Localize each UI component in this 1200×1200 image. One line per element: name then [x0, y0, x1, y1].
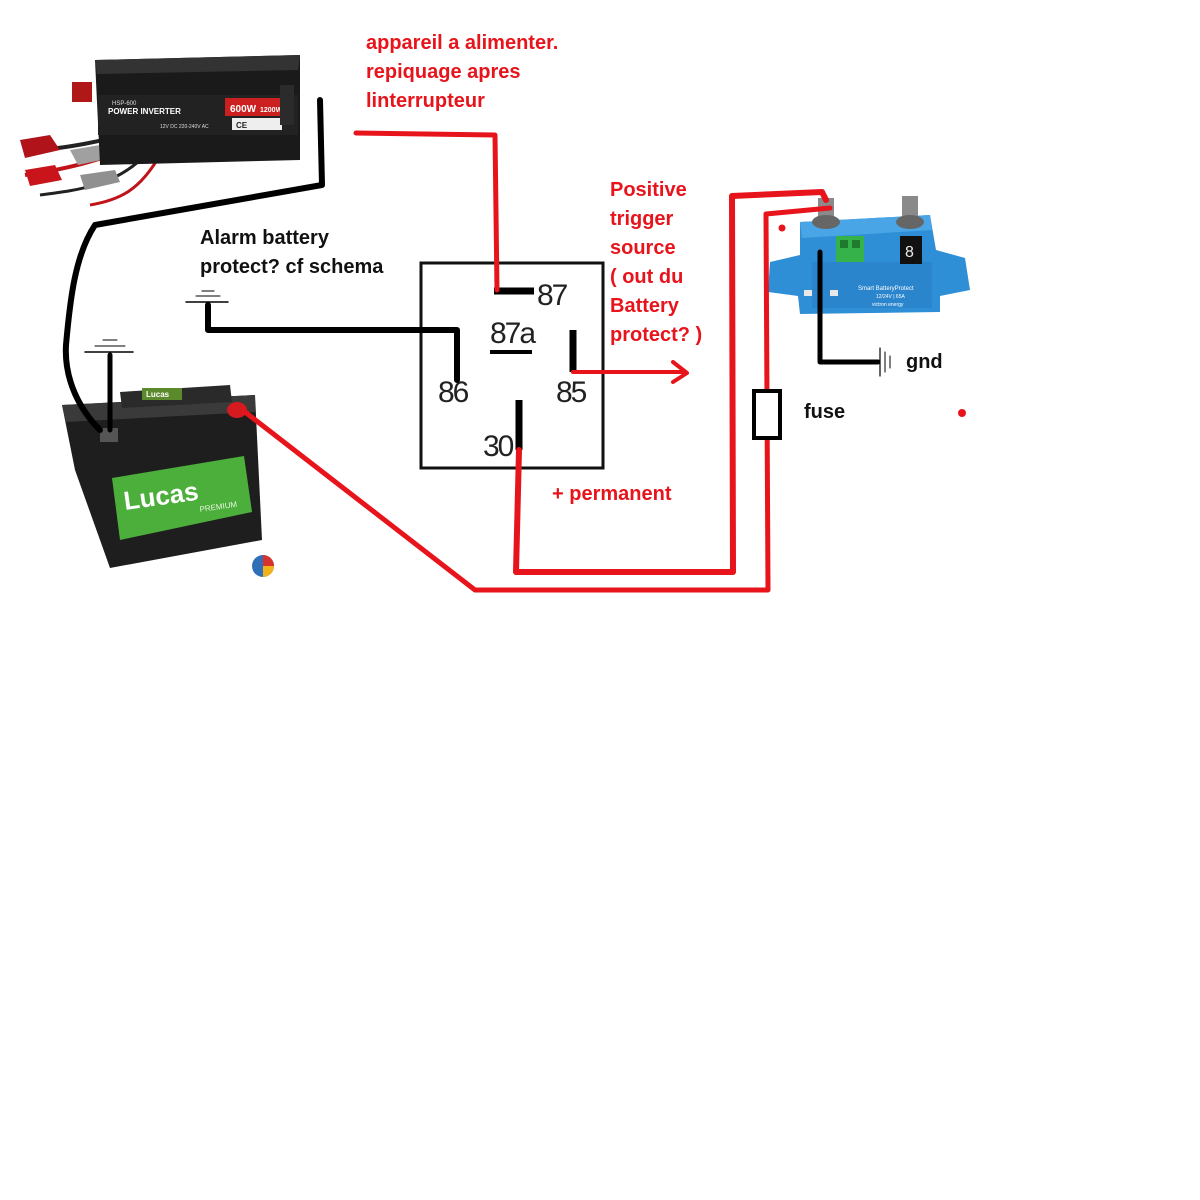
device-note-line-1: appareil a alimenter.	[366, 32, 558, 54]
inverter-outlet	[280, 85, 294, 125]
wire-inverter-to-battery-neg	[62, 97, 325, 433]
fuse	[752, 389, 782, 440]
wire-alarm-to-relay-86	[205, 302, 460, 383]
relay: 87 87a 86 85 30	[419, 261, 605, 470]
device-note-line-3: linterrupteur	[366, 90, 485, 112]
bp-terminal-block	[836, 236, 864, 262]
trigger-note-line-3: source	[610, 237, 676, 259]
wire-bp-to-gnd	[817, 249, 881, 365]
trigger-note-line-2: trigger	[610, 208, 674, 230]
alarm-note-line-1: Alarm battery	[200, 227, 330, 249]
marker-dot-2	[958, 409, 966, 417]
wire-battery-pos-to-bp	[242, 205, 833, 593]
trigger-note-line-1: Positive	[610, 179, 687, 201]
inverter-spec-text: 12V DC 220-240V AC	[160, 124, 209, 130]
inverter-model-text: HSP-600	[112, 101, 137, 107]
inverter-peak-text: 1200W	[260, 107, 283, 114]
trigger-note-line-6: protect? )	[610, 324, 702, 346]
power-inverter: HSP-600 POWER INVERTER 600W 1200W 12V DC…	[20, 55, 300, 207]
relay-box	[419, 261, 605, 470]
trigger-note-line-5: Battery	[610, 295, 680, 317]
inverter-power-text: 600W	[230, 104, 257, 115]
bp-name-text: Smart BatteryProtect	[858, 286, 914, 292]
battery-positive-terminal	[227, 402, 247, 418]
marker-dot-1	[778, 224, 786, 232]
battery-negative-terminal	[100, 428, 118, 442]
relay-pin-87-label: 87	[537, 279, 568, 312]
inverter-marks-text: CE	[236, 121, 248, 130]
relay-pin-85-label: 85	[556, 376, 587, 409]
inverter-brand-text: POWER INVERTER	[108, 107, 181, 116]
trigger-note: Positive trigger source ( out du Battery…	[610, 179, 702, 346]
ground-wiring	[62, 97, 891, 433]
trigger-arrowhead	[671, 360, 689, 384]
alarm-note: Alarm battery protect? cf schema	[200, 227, 384, 278]
gnd-label: gnd	[906, 351, 943, 373]
trigger-note-line-4: ( out du	[610, 266, 683, 288]
device-note-line-2: repiquage apres	[366, 61, 521, 83]
battery-lid-brand-text: Lucas	[146, 390, 170, 399]
relay-pin-30-label: 30	[483, 430, 514, 463]
inverter-terminal-red	[72, 82, 92, 102]
fuse-label: fuse	[804, 401, 845, 423]
device-note: appareil a alimenter. repiquage apres li…	[366, 32, 558, 112]
bp-display-digit: 8	[905, 244, 914, 261]
positive-wiring	[242, 130, 966, 593]
car-battery: Lucas Lucas PREMIUM	[62, 385, 274, 577]
wire-device-to-relay-87	[353, 130, 500, 293]
wire-relay-30-to-bp	[513, 189, 829, 575]
smart-battery-protect: 8 Smart BatteryProtect 12/24V | 65A vict…	[768, 196, 970, 314]
permanent-label: + permanent	[552, 483, 672, 505]
bp-maker-text: victron energy	[872, 302, 904, 308]
bp-spec-text: 12/24V | 65A	[876, 294, 905, 300]
bp-display	[900, 236, 922, 264]
alarm-note-line-2: protect? cf schema	[200, 256, 384, 278]
relay-pin-86-label: 86	[438, 376, 469, 409]
relay-pin-87a-label: 87a	[490, 317, 536, 350]
